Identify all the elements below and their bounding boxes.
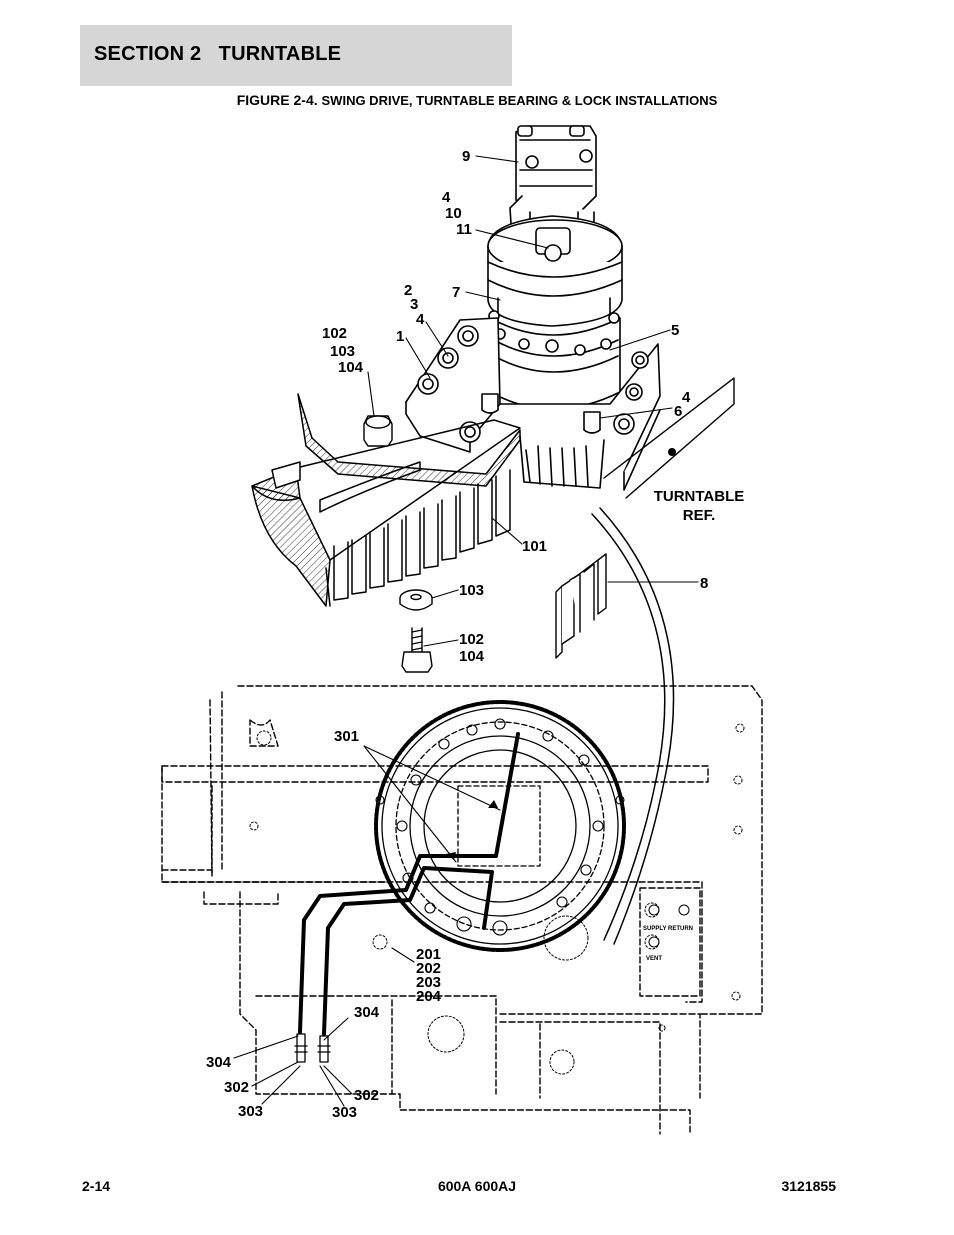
bearing-bolt-holes [375,718,625,936]
callout-301: 301 [334,728,359,745]
swing-lock-plate [555,553,607,659]
turntable-ref-label-2: REF. [683,507,716,524]
drive-housing [487,215,623,410]
figure-caption: FIGURE 2-4. SWING DRIVE, TURNTABLE BEARI… [0,92,954,108]
callout-11: 11 [456,221,472,238]
callout-304-left: 304 [206,1054,232,1071]
callout-3: 3 [410,296,418,313]
callout-101: 101 [522,538,547,555]
turntable-gear-segment [251,393,521,607]
callout-103-upper: 103 [330,343,355,360]
port-fittings [648,904,690,948]
section-banner: SECTION 2 TURNTABLE [80,25,512,86]
hose-fittings [294,1033,331,1063]
turntable-ref-dot [668,448,676,456]
frame-holes [249,723,745,1075]
model-numbers: 600A 600AJ [437,1178,517,1194]
callout-102-upper: 102 [322,325,347,342]
callout-8: 8 [700,575,708,592]
callout-202: 202 [416,960,441,977]
section-title: SECTION 2 TURNTABLE [94,43,342,65]
flat-washer [399,589,433,611]
callout-6: 6 [674,403,682,420]
hex-bolt-upper [363,415,393,447]
callout-10: 10 [445,205,462,222]
manual-part-number: 3121855 [781,1178,836,1194]
pinion-gear [519,435,605,489]
callout-4-right: 4 [682,389,691,406]
swing-cable [591,513,666,941]
callout-302-left: 302 [224,1079,249,1096]
callout-103-lower: 103 [459,582,484,599]
callout-203: 203 [416,974,441,991]
callout-201: 201 [416,946,441,963]
turntable-ref-edge [603,377,735,499]
callout-303-right: 303 [332,1104,357,1121]
leader-lines [233,155,699,1107]
page-number: 2-14 [82,1178,111,1194]
hydraulic-hoses [298,732,520,1036]
callout-1: 1 [396,328,404,345]
callout-303-left: 303 [238,1103,263,1120]
callout-5: 5 [671,322,679,339]
leader-arrows [446,800,498,860]
callout-2: 2 [404,282,412,299]
callout-7: 7 [452,284,460,301]
callout-labels: 9 4 10 11 2 3 4 7 102 103 104 1 5 4 6 TU… [206,148,744,1121]
callout-304-right: 304 [354,1004,380,1021]
turntable-bearing-ring [374,700,626,952]
vent-label: VENT [646,956,662,962]
callout-302-right: 302 [354,1087,379,1104]
callout-204: 204 [416,988,442,1005]
figure-number: FIGURE 2-4. [236,92,318,108]
callout-4-top: 4 [442,189,451,206]
mounting-plate [405,317,661,491]
supply-return-label: SUPPLY RETURN [643,926,693,932]
callout-9: 9 [462,148,470,165]
callout-104-upper: 104 [338,359,364,376]
callout-4-left: 4 [416,311,425,328]
turntable-ref-label-1: TURNTABLE [654,488,745,505]
figure-title: SWING DRIVE, TURNTABLE BEARING & LOCK IN… [321,93,718,108]
callout-104-lower: 104 [459,648,485,665]
hex-bolt-lower [401,627,433,673]
callout-102-lower: 102 [459,631,484,648]
swing-drive-assembly [405,125,661,491]
turntable-frame-dashed [161,685,763,1135]
